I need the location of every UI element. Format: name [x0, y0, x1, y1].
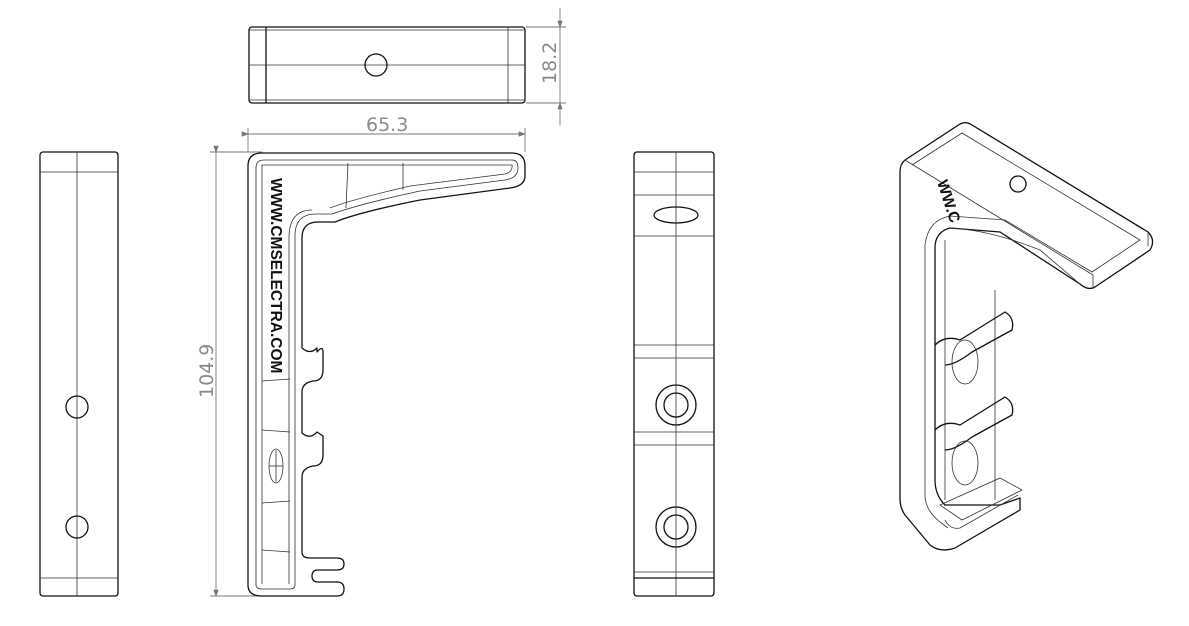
left-view: [39, 151, 119, 597]
dimension-height: 104.9: [196, 145, 262, 597]
slot: [653, 206, 699, 224]
mounting-hole: [655, 384, 697, 426]
mounting-hole: [364, 53, 388, 77]
mounting-hole: [65, 395, 89, 419]
mounting-hole: [65, 515, 89, 539]
embossed-website-text: WWW.CMSELECTRA.COM: [267, 178, 284, 373]
dimension-width: 65.3: [241, 114, 526, 152]
side-view: WWW.CMSELECTRA.COM: [247, 152, 526, 597]
dimension-height-top: 18.2: [526, 8, 566, 125]
front-view: [633, 151, 715, 597]
dimension-label: 18.2: [539, 42, 561, 84]
mounting-hole: [655, 506, 697, 548]
embossed-website-text-iso: WW.C: [933, 178, 963, 225]
dimension-label: 104.9: [196, 344, 218, 398]
dimension-label: 65.3: [366, 114, 408, 136]
top-view: [248, 26, 526, 104]
isometric-view: WW.C: [899, 122, 1154, 551]
